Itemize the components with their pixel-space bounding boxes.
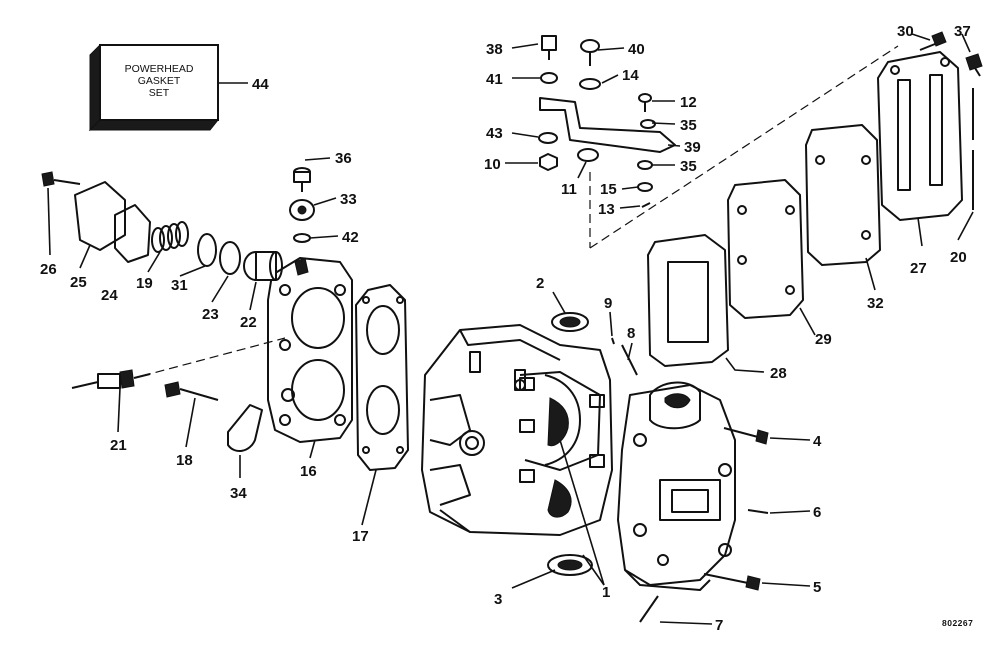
bearing-22 bbox=[243, 251, 283, 281]
callout-37: 37 bbox=[954, 23, 971, 40]
callout-13: 13 bbox=[598, 201, 615, 218]
callout-7: 7 bbox=[715, 617, 723, 634]
callout-17: 17 bbox=[352, 528, 369, 545]
bolt-18 bbox=[164, 381, 219, 401]
callout-38: 38 bbox=[486, 41, 503, 58]
callout-24: 24 bbox=[101, 287, 118, 304]
callout-20: 20 bbox=[950, 249, 967, 266]
screw-12 bbox=[638, 93, 652, 112]
washer-42 bbox=[293, 233, 311, 243]
callout-19: 19 bbox=[136, 275, 153, 292]
callout-43: 43 bbox=[486, 125, 503, 142]
callout-39: 39 bbox=[684, 139, 701, 156]
nut-10 bbox=[539, 153, 558, 171]
exhaust-cover-27 bbox=[877, 51, 963, 221]
callout-18: 18 bbox=[176, 452, 193, 469]
spring-19 bbox=[151, 221, 189, 253]
bolt-40 bbox=[580, 39, 600, 66]
figure-code: 802267 bbox=[942, 618, 973, 628]
bolt-30 bbox=[919, 31, 947, 51]
callout-30: 30 bbox=[897, 23, 914, 40]
callout-1: 1 bbox=[602, 584, 610, 601]
leader-lines bbox=[47, 33, 974, 625]
callout-41: 41 bbox=[486, 71, 503, 88]
callout-9: 9 bbox=[604, 295, 612, 312]
fitting-33 bbox=[289, 199, 315, 221]
callout-12: 12 bbox=[680, 94, 697, 111]
callout-26: 26 bbox=[40, 261, 57, 278]
fitting-37 bbox=[965, 53, 983, 77]
clip-34 bbox=[227, 404, 263, 452]
spark-plug-alignment-line bbox=[141, 337, 286, 377]
gasket-box-line-2: GASKET bbox=[138, 75, 181, 87]
exhaust-gasket-28 bbox=[647, 234, 729, 367]
callout-35-lower: 35 bbox=[680, 158, 697, 175]
ring-31 bbox=[197, 233, 217, 267]
pin-7 bbox=[639, 595, 659, 623]
pin-13 bbox=[641, 202, 651, 208]
callout-27: 27 bbox=[910, 260, 927, 277]
callout-29: 29 bbox=[815, 331, 832, 348]
bearing-housing-25 bbox=[74, 181, 126, 251]
callout-44: 44 bbox=[252, 76, 269, 93]
bolt-4 bbox=[723, 427, 769, 445]
callout-21: 21 bbox=[110, 437, 127, 454]
callout-15: 15 bbox=[600, 181, 617, 198]
callout-3: 3 bbox=[494, 591, 502, 608]
screw-36 bbox=[293, 167, 311, 192]
head-gasket bbox=[355, 284, 409, 471]
callout-11: 11 bbox=[561, 181, 577, 198]
callout-35-upper: 35 bbox=[680, 117, 697, 134]
callout-4: 4 bbox=[813, 433, 822, 450]
washer-43 bbox=[538, 132, 558, 144]
crankcase-half bbox=[617, 381, 736, 591]
callout-33: 33 bbox=[340, 191, 357, 208]
callout-23: 23 bbox=[202, 306, 219, 323]
callout-22: 22 bbox=[240, 314, 257, 331]
spark-plug-21 bbox=[71, 369, 151, 389]
dowel-pin-8 bbox=[621, 344, 638, 376]
callout-numbers: 44 1 2 3 4 5 6 7 8 9 10 11 12 13 14 15 1… bbox=[40, 23, 971, 634]
nut-35-upper bbox=[640, 119, 656, 129]
bracket-39 bbox=[539, 97, 676, 153]
pin-6 bbox=[747, 509, 769, 514]
callout-32: 32 bbox=[867, 295, 884, 312]
callout-8: 8 bbox=[627, 325, 635, 342]
gasket-box-line-3: SET bbox=[149, 87, 170, 99]
gasket-box-line-1: POWERHEAD bbox=[125, 63, 194, 75]
exhaust-gasket-32 bbox=[805, 124, 881, 266]
callout-10: 10 bbox=[484, 156, 501, 173]
exhaust-plate-29 bbox=[727, 179, 804, 319]
callout-36: 36 bbox=[335, 150, 352, 167]
bolt-38 bbox=[541, 35, 557, 60]
seal-3 bbox=[547, 554, 593, 576]
washer-15 bbox=[637, 182, 653, 192]
nut-35-lower bbox=[637, 160, 653, 170]
bolt-5 bbox=[703, 573, 761, 591]
callout-31: 31 bbox=[171, 277, 188, 294]
callout-6: 6 bbox=[813, 504, 821, 521]
nut-41 bbox=[540, 72, 558, 84]
washer-11 bbox=[577, 148, 599, 162]
bolt-26 bbox=[41, 171, 81, 187]
callout-25: 25 bbox=[70, 274, 87, 291]
callout-34: 34 bbox=[230, 485, 247, 502]
cover-alignment-line bbox=[589, 45, 899, 249]
callout-28: 28 bbox=[770, 365, 787, 382]
gasket-set-box: POWERHEAD GASKET SET bbox=[88, 43, 220, 132]
callout-2: 2 bbox=[536, 275, 544, 292]
callout-40: 40 bbox=[628, 41, 645, 58]
cylinder-head bbox=[267, 257, 353, 443]
callout-5: 5 bbox=[813, 579, 821, 596]
pin-9 bbox=[611, 337, 615, 345]
ring-23 bbox=[219, 241, 241, 275]
callout-14: 14 bbox=[622, 67, 639, 84]
callout-16: 16 bbox=[300, 463, 317, 480]
seal-2 bbox=[551, 312, 589, 332]
callout-42: 42 bbox=[342, 229, 359, 246]
cylinder-block bbox=[421, 324, 613, 536]
gasket-24 bbox=[114, 204, 151, 263]
washer-14 bbox=[579, 78, 601, 90]
